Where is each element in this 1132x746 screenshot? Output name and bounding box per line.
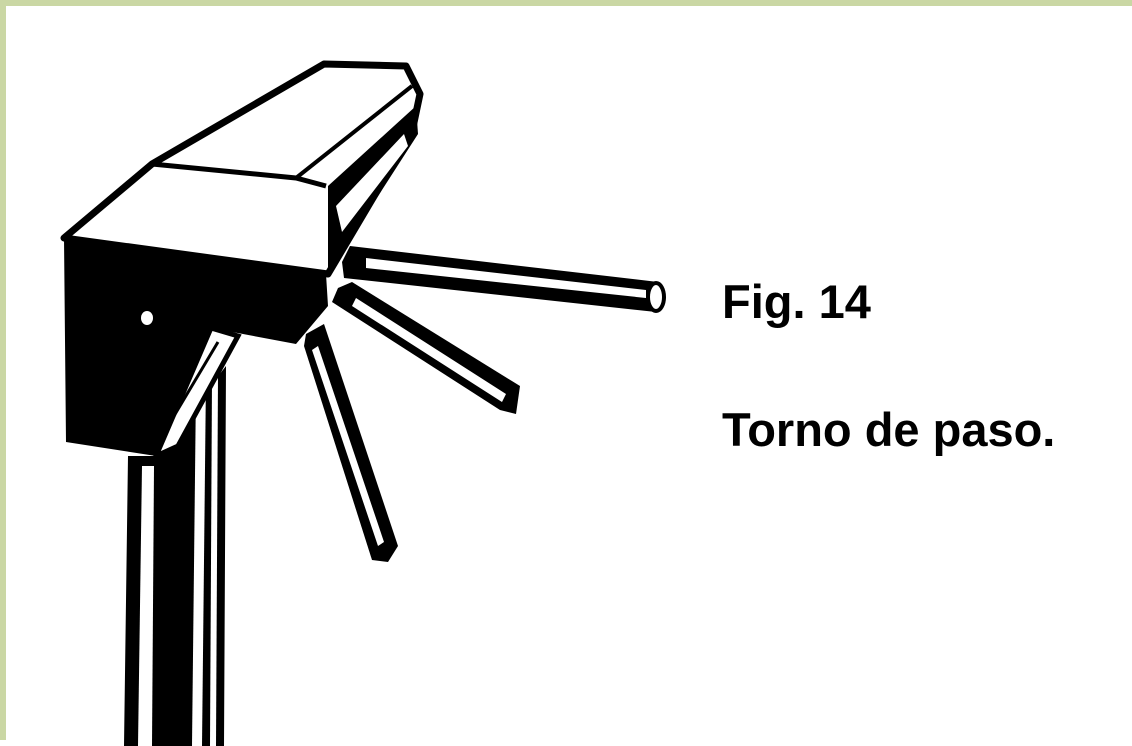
turnstile-post: [124, 366, 226, 746]
turnstile-arm-diagonal: [332, 282, 520, 414]
turnstile-arm-horizontal: [342, 246, 666, 313]
figure-label: Fig. 14: [722, 275, 871, 328]
housing-indicator: [141, 311, 153, 325]
turnstile-arm-lower: [304, 324, 398, 562]
figure-caption: Torno de paso.: [722, 403, 1056, 456]
turnstile-illustration: [60, 60, 666, 746]
turnstile-housing: [60, 60, 424, 461]
figure-caption-block: Fig. 14 Torno de paso.: [722, 6, 1132, 746]
